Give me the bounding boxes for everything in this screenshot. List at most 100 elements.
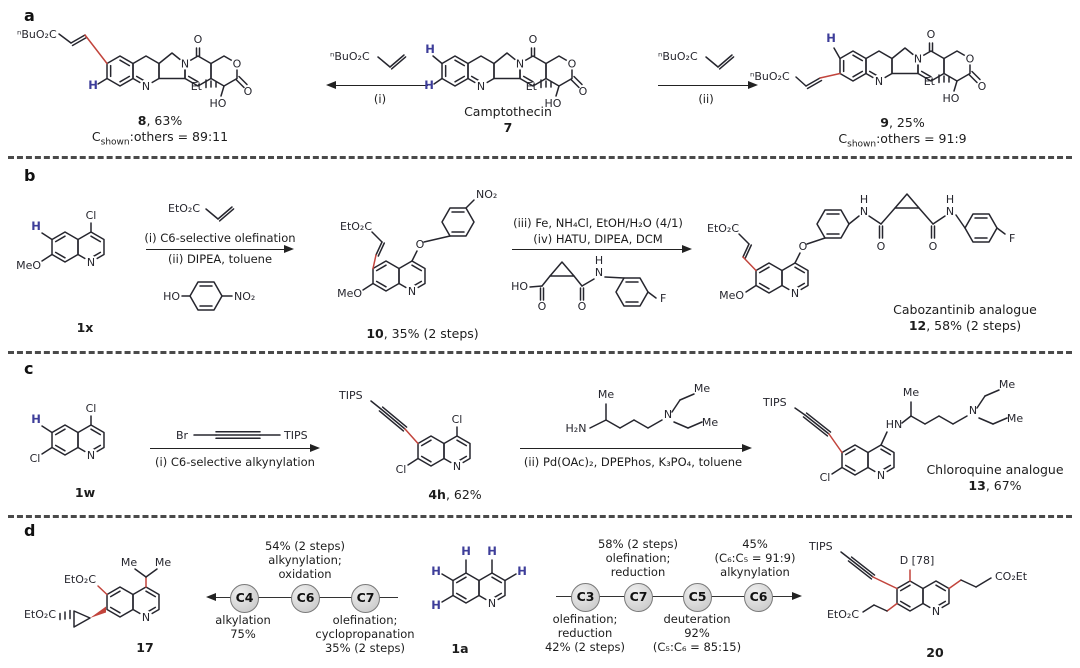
route-node-c7: C7 <box>351 584 380 613</box>
condition-c-step2: (ii) Pd(OAc)₂, DPEPhos, K₃PO₄, toluene <box>523 455 743 469</box>
atom-ho: HO <box>163 290 180 303</box>
atom-me: Me <box>702 416 718 429</box>
hydrogen-label: H <box>487 544 497 558</box>
atom-cl: Cl <box>452 413 463 426</box>
arrowhead-c-1 <box>310 444 320 452</box>
atom-o: O <box>799 240 808 253</box>
route-node-c6: C6 <box>744 583 773 612</box>
atom-n: N <box>932 605 940 618</box>
atom-ho: HO <box>511 280 528 293</box>
atom-h2n: H₂N <box>566 422 587 435</box>
route-node-c4: C4 <box>230 584 259 613</box>
structure-compound-1x: N Cl H MeO <box>16 209 105 272</box>
atom-n: N <box>664 408 672 421</box>
reagent-ester-label: ⁿBuO₂C <box>330 50 370 63</box>
arrow-b-1 <box>146 249 286 250</box>
hydrogen-label: H <box>31 412 41 426</box>
atom-et: Et <box>924 75 936 88</box>
atom-n: N <box>969 404 977 417</box>
route-left-c6-note: 54% (2 steps) alkynylation; oxidation <box>264 539 346 581</box>
atom-o: O <box>568 58 577 71</box>
hydrogen-label: H <box>425 42 435 56</box>
condition-b-step3: (iii) Fe, NH₄Cl, EtOH/H₂O (4/1) <box>513 216 683 230</box>
atom-n: N <box>87 449 95 462</box>
atom-o: O <box>929 240 938 253</box>
structure-camptothecin-7: N N O O O Et HO H H <box>425 33 588 110</box>
arrowhead-a-right <box>748 81 758 89</box>
caption-compound-8: 8, 63% Cshown:others = 89:11 <box>91 113 229 148</box>
structure-compound-9: N N O O O Et HO ⁿBuO₂C H <box>750 28 987 105</box>
arrowhead-a-left <box>326 81 336 89</box>
deuterium-label: D [78] <box>900 554 935 567</box>
structure-compound-12: N MeO EtO₂C O N H O O N H F <box>707 193 1015 302</box>
atom-cl: Cl <box>86 209 97 222</box>
structure-compound-13: N Cl TIPS HN Me N Me Me <box>762 378 1023 484</box>
caption-compound-12: Cabozantinib analogue 12, 58% (2 steps) <box>893 302 1037 333</box>
atom-cl: Cl <box>820 471 831 484</box>
arrowhead-c-2 <box>742 444 752 452</box>
atom-br: Br <box>176 429 189 442</box>
structure-compound-8: N N O O O Et HO ⁿBuO₂C H <box>17 28 253 110</box>
route-right-c3-note: olefination; reduction 42% (2 steps) <box>544 612 626 654</box>
panel-c-label: c <box>24 359 34 378</box>
atom-f: F <box>1009 232 1015 245</box>
hydrogen-label: H <box>31 219 41 233</box>
reagent-bromoalkyne: Br TIPS <box>176 429 308 442</box>
atom-meo: MeO <box>338 287 362 300</box>
atom-n: N <box>408 285 416 298</box>
route-left-arrowhead <box>206 593 216 601</box>
reagent-ester-label: EtO₂C <box>168 202 200 215</box>
atom-n: N <box>914 53 922 66</box>
atom-n: N <box>791 287 799 300</box>
condition-c-step1: (i) C6-selective alkynylation <box>155 455 315 469</box>
caption-compound-1a: 1a <box>451 641 469 656</box>
reagent-acrylate-et: EtO₂C <box>168 202 235 222</box>
caption-compound-4h: 4h, 62% <box>428 487 482 502</box>
hydrogen-label: H <box>517 564 527 578</box>
route-node-c5: C5 <box>683 583 712 612</box>
arrow-a-right <box>658 85 750 86</box>
route-right-c6-note: 45% (C₆:C₅ = 91:9) alkynylation <box>714 537 796 579</box>
atom-n: N <box>946 205 954 218</box>
structure-compound-17: N Me Me EtO₂C EtO₂C <box>24 556 171 628</box>
atom-o: O <box>966 53 975 66</box>
step-ii-label: (ii) <box>698 92 714 106</box>
structure-compound-10: N O MeO EtO₂C NO₂ <box>338 188 497 300</box>
caption-compound-13: Chloroquine analogue 13, 67% <box>926 462 1064 493</box>
ester-label: ⁿBuO₂C <box>750 70 790 83</box>
atom-n: N <box>477 80 485 93</box>
reagent-nitrophenol: HO NO₂ <box>163 281 255 311</box>
reagent-acrylate-right: ⁿBuO₂C <box>658 50 735 70</box>
caption-compound-20: 20 <box>926 645 944 660</box>
arrow-a-left <box>334 85 428 86</box>
structure-compound-1a: N H H H H H <box>431 544 527 612</box>
atom-n: N <box>142 80 150 93</box>
ester-label: EtO₂C <box>340 220 372 233</box>
atom-cl: Cl <box>396 463 407 476</box>
atom-me: Me <box>694 382 710 395</box>
reagent-diethylaminopentylamine: Me H₂N N Me Me <box>566 382 719 435</box>
atom-n: N <box>875 75 883 88</box>
atom-o: O <box>416 238 425 251</box>
atom-n: N <box>453 460 461 473</box>
hydrogen-label: H <box>425 78 434 92</box>
structure-compound-20: N TIPS D [78] EtO₂C CO₂Et <box>808 540 1028 621</box>
ester-label: EtO₂C <box>64 573 96 586</box>
hydrogen-label: H <box>826 31 836 45</box>
caption-compound-17: 17 <box>136 640 154 655</box>
atom-n: N <box>877 469 885 482</box>
atom-o: O <box>194 33 203 46</box>
arrowhead-b-1 <box>284 245 294 253</box>
atom-tips: TIPS <box>808 540 833 553</box>
atom-no2: NO₂ <box>234 290 255 303</box>
atom-tips: TIPS <box>338 389 363 402</box>
caption-compound-10: 10, 35% (2 steps) <box>366 326 479 341</box>
arrowhead-b-2 <box>682 245 692 253</box>
atom-o: O <box>529 33 538 46</box>
atom-n: N <box>181 58 189 71</box>
condition-b-step2: (ii) DIPEA, toluene <box>167 252 273 266</box>
atom-o: O <box>978 80 987 93</box>
route-left-c7-note: olefination; cyclopropanation 35% (2 ste… <box>315 613 415 655</box>
atom-et: Et <box>526 80 538 93</box>
